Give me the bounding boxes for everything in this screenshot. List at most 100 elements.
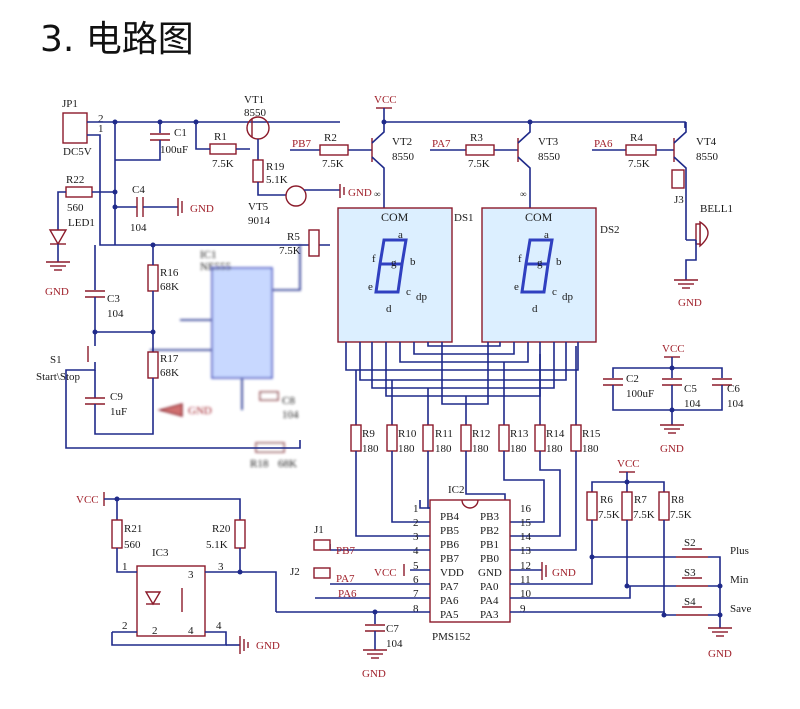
svg-text:GND: GND	[678, 297, 702, 309]
svg-text:DS2: DS2	[600, 224, 620, 236]
vt4-transistor: PA6 R4 7.5K VT4 8550	[592, 122, 719, 240]
svg-text:7.5K: 7.5K	[598, 509, 620, 521]
svg-text:C2: C2	[626, 373, 639, 385]
button-pullups: VCC R6 7.5K R7 7.5K R8 7.5K	[586, 458, 692, 615]
svg-text:R13: R13	[510, 428, 529, 440]
svg-text:8550: 8550	[696, 151, 719, 163]
svg-text:PA5: PA5	[440, 609, 459, 621]
svg-text:PB7: PB7	[440, 553, 459, 565]
s2-plus-button: S2 Plus	[676, 537, 749, 558]
svg-text:R11: R11	[435, 428, 453, 440]
svg-text:3: 3	[188, 569, 194, 581]
svg-text:7.5K: 7.5K	[633, 509, 655, 521]
svg-text:R15: R15	[582, 428, 601, 440]
svg-text:8550: 8550	[392, 151, 415, 163]
r19-resistor: R19 5.1K	[252, 159, 288, 186]
svg-text:VCC: VCC	[374, 94, 397, 106]
buttons-gnd: GND	[708, 627, 732, 660]
svg-text:68K: 68K	[278, 458, 297, 470]
svg-text:12: 12	[520, 560, 531, 572]
svg-text:5.1K: 5.1K	[266, 174, 288, 186]
svg-text:f: f	[518, 253, 522, 265]
svg-text:dp: dp	[562, 291, 574, 303]
svg-text:R5: R5	[287, 231, 300, 243]
svg-text:180: 180	[362, 443, 379, 455]
svg-text:NE555: NE555	[200, 261, 232, 273]
svg-text:J2: J2	[290, 566, 300, 578]
svg-text:11: 11	[520, 574, 531, 586]
svg-text:R17: R17	[160, 353, 179, 365]
vt3-transistor: PA7 R3 7.5K VT3 8550	[430, 122, 561, 185]
svg-text:∞: ∞	[374, 189, 380, 199]
svg-text:LED1: LED1	[68, 217, 95, 229]
svg-text:g: g	[537, 257, 543, 269]
svg-text:S1: S1	[50, 354, 62, 366]
svg-text:8550: 8550	[538, 151, 561, 163]
svg-text:g: g	[391, 257, 397, 269]
svg-text:180: 180	[546, 443, 563, 455]
svg-text:180: 180	[510, 443, 527, 455]
svg-text:PA6: PA6	[440, 595, 459, 607]
r1-resistor: R1 7.5K	[195, 122, 250, 170]
c3-capacitor: C3 104	[85, 245, 153, 333]
c1-capacitor: C1 100uF	[115, 122, 188, 161]
svg-text:5: 5	[413, 560, 419, 572]
svg-text:R2: R2	[324, 132, 337, 144]
svg-text:PB7: PB7	[292, 138, 311, 150]
svg-text:COM: COM	[381, 210, 409, 224]
svg-text:13: 13	[520, 545, 532, 557]
svg-text:180: 180	[472, 443, 489, 455]
svg-text:R16: R16	[160, 267, 179, 279]
svg-text:R12: R12	[472, 428, 490, 440]
svg-text:PA6: PA6	[338, 588, 357, 600]
svg-text:4: 4	[216, 620, 222, 632]
svg-text:d: d	[386, 303, 392, 315]
svg-text:dp: dp	[416, 291, 428, 303]
svg-text:PB2: PB2	[480, 525, 499, 537]
svg-text:PA7: PA7	[440, 581, 459, 593]
ic3-vcc: VCC	[76, 492, 241, 520]
svg-text:104: 104	[684, 398, 701, 410]
ic2-right-wiring: GND	[510, 556, 676, 616]
svg-text:PA6: PA6	[594, 138, 613, 150]
svg-text:16: 16	[520, 503, 532, 515]
svg-text:104: 104	[727, 398, 744, 410]
svg-text:C7: C7	[386, 623, 399, 635]
svg-text:R22: R22	[66, 174, 84, 186]
bell1-buzzer: BELL1 GND	[674, 203, 733, 309]
svg-text:f: f	[372, 253, 376, 265]
svg-text:PB7: PB7	[336, 545, 355, 557]
svg-text:R3: R3	[470, 132, 483, 144]
junction-dots	[92, 119, 723, 618]
svg-text:VT4: VT4	[696, 136, 717, 148]
svg-text:7.5K: 7.5K	[279, 245, 301, 257]
svg-text:GND: GND	[45, 286, 69, 298]
svg-text:14: 14	[520, 531, 532, 543]
j2-jumper: J2	[290, 566, 331, 579]
c9-capacitor: C9 1uF	[85, 370, 154, 435]
svg-text:4: 4	[413, 545, 419, 557]
svg-text:2: 2	[122, 620, 128, 632]
svg-text:GND: GND	[708, 648, 732, 660]
svg-text:104: 104	[282, 409, 299, 421]
ds2-display: ∞ COM DS2 a b c d e f g dp	[481, 185, 620, 343]
svg-text:1: 1	[413, 503, 419, 515]
svg-text:104: 104	[130, 222, 147, 234]
svg-text:DS1: DS1	[454, 212, 474, 224]
j3-jumper: J3	[671, 169, 685, 206]
s1-switch: S1 Start\Stop	[36, 332, 301, 449]
vt1-transistor: VT1 8550	[244, 94, 270, 140]
r21-resistor: R21 560	[111, 519, 142, 551]
svg-text:Plus: Plus	[730, 545, 749, 557]
svg-text:C3: C3	[107, 293, 120, 305]
svg-text:GND: GND	[478, 567, 502, 579]
svg-text:7.5K: 7.5K	[322, 158, 344, 170]
svg-text:PA3: PA3	[480, 609, 499, 621]
svg-text:C8: C8	[282, 395, 295, 407]
